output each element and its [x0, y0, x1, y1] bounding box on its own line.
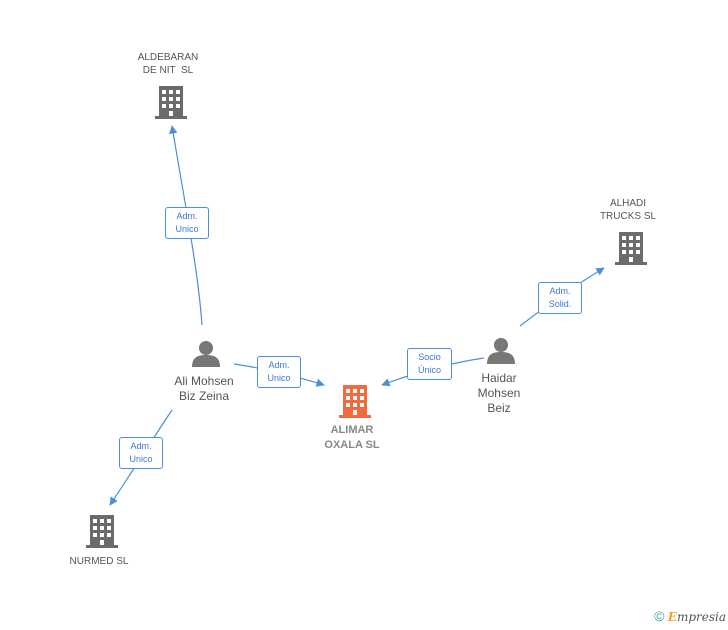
edge-badge-haidar-alimar[interactable]: Socio Único	[407, 348, 452, 380]
copyright-watermark: © Empresia	[654, 608, 726, 624]
alimar-label[interactable]: ALIMAR OXALA SL	[302, 423, 402, 453]
nurmed-building-icon[interactable]	[86, 515, 118, 548]
nurmed-label-line1: NURMED SL	[69, 556, 129, 567]
ali-label[interactable]: Ali Mohsen Biz Zeina	[154, 374, 254, 404]
alhadi-label-line1: ALHADI	[609, 198, 647, 209]
edge-badge-ali-alimar[interactable]: Adm. Unico	[257, 356, 301, 388]
alimar-label-line1: ALIMAR	[330, 424, 374, 436]
alimar-label-line2: OXALA SL	[324, 439, 380, 451]
alhadi-label-line2: TRUCKS SL	[599, 211, 657, 222]
edge-badge-line1: Adm.	[176, 211, 198, 221]
edge-badge-line2: Unico	[267, 373, 291, 383]
alimar-building-icon[interactable]	[339, 385, 371, 418]
ali-label-line1: Ali Mohsen	[174, 374, 234, 388]
edge-badge-ali-aldebaran[interactable]: Adm. Unico	[165, 207, 209, 239]
edge-badge-line1: Socio	[418, 352, 441, 362]
edge-badge-line2: Unico	[129, 454, 153, 464]
haidar-label-line2: Mohsen	[477, 386, 521, 400]
aldebaran-building-icon[interactable]	[155, 86, 187, 119]
copyright-icon: ©	[654, 608, 665, 624]
edge-badge-line1: Adm.	[130, 441, 152, 451]
edge-badge-line2: Único	[417, 365, 441, 375]
edge-badge-line1: Adm.	[549, 286, 571, 296]
ali-label-line2: Biz Zeina	[178, 389, 230, 403]
haidar-person-icon[interactable]	[487, 338, 515, 364]
aldebaran-label[interactable]: ALDEBARAN DE NIT SL	[118, 51, 218, 77]
aldebaran-label-line1: ALDEBARAN	[137, 52, 199, 63]
haidar-label-line3: Beiz	[487, 401, 511, 415]
ali-person-icon[interactable]	[192, 341, 220, 367]
brand-logo-initial: E	[667, 610, 677, 624]
edge-badge-line2: Solid.	[548, 299, 572, 309]
haidar-label-line1: Haidar	[481, 371, 517, 385]
nurmed-label[interactable]: NURMED SL	[49, 555, 149, 568]
brand-logo-rest: mpresia	[676, 610, 726, 624]
edge-badge-haidar-alhadi[interactable]: Adm. Solid.	[538, 282, 582, 314]
aldebaran-label-line2: DE NIT SL	[142, 65, 194, 76]
edge-badge-line2: Unico	[175, 224, 199, 234]
alhadi-building-icon[interactable]	[615, 232, 647, 265]
haidar-label[interactable]: Haidar Mohsen Beiz	[449, 371, 549, 416]
edge-badge-line1: Adm.	[268, 360, 290, 370]
brand-logo[interactable]: Empresia	[668, 610, 726, 624]
edge-badge-ali-nurmed[interactable]: Adm. Unico	[119, 437, 163, 469]
alhadi-label[interactable]: ALHADI TRUCKS SL	[578, 197, 678, 223]
